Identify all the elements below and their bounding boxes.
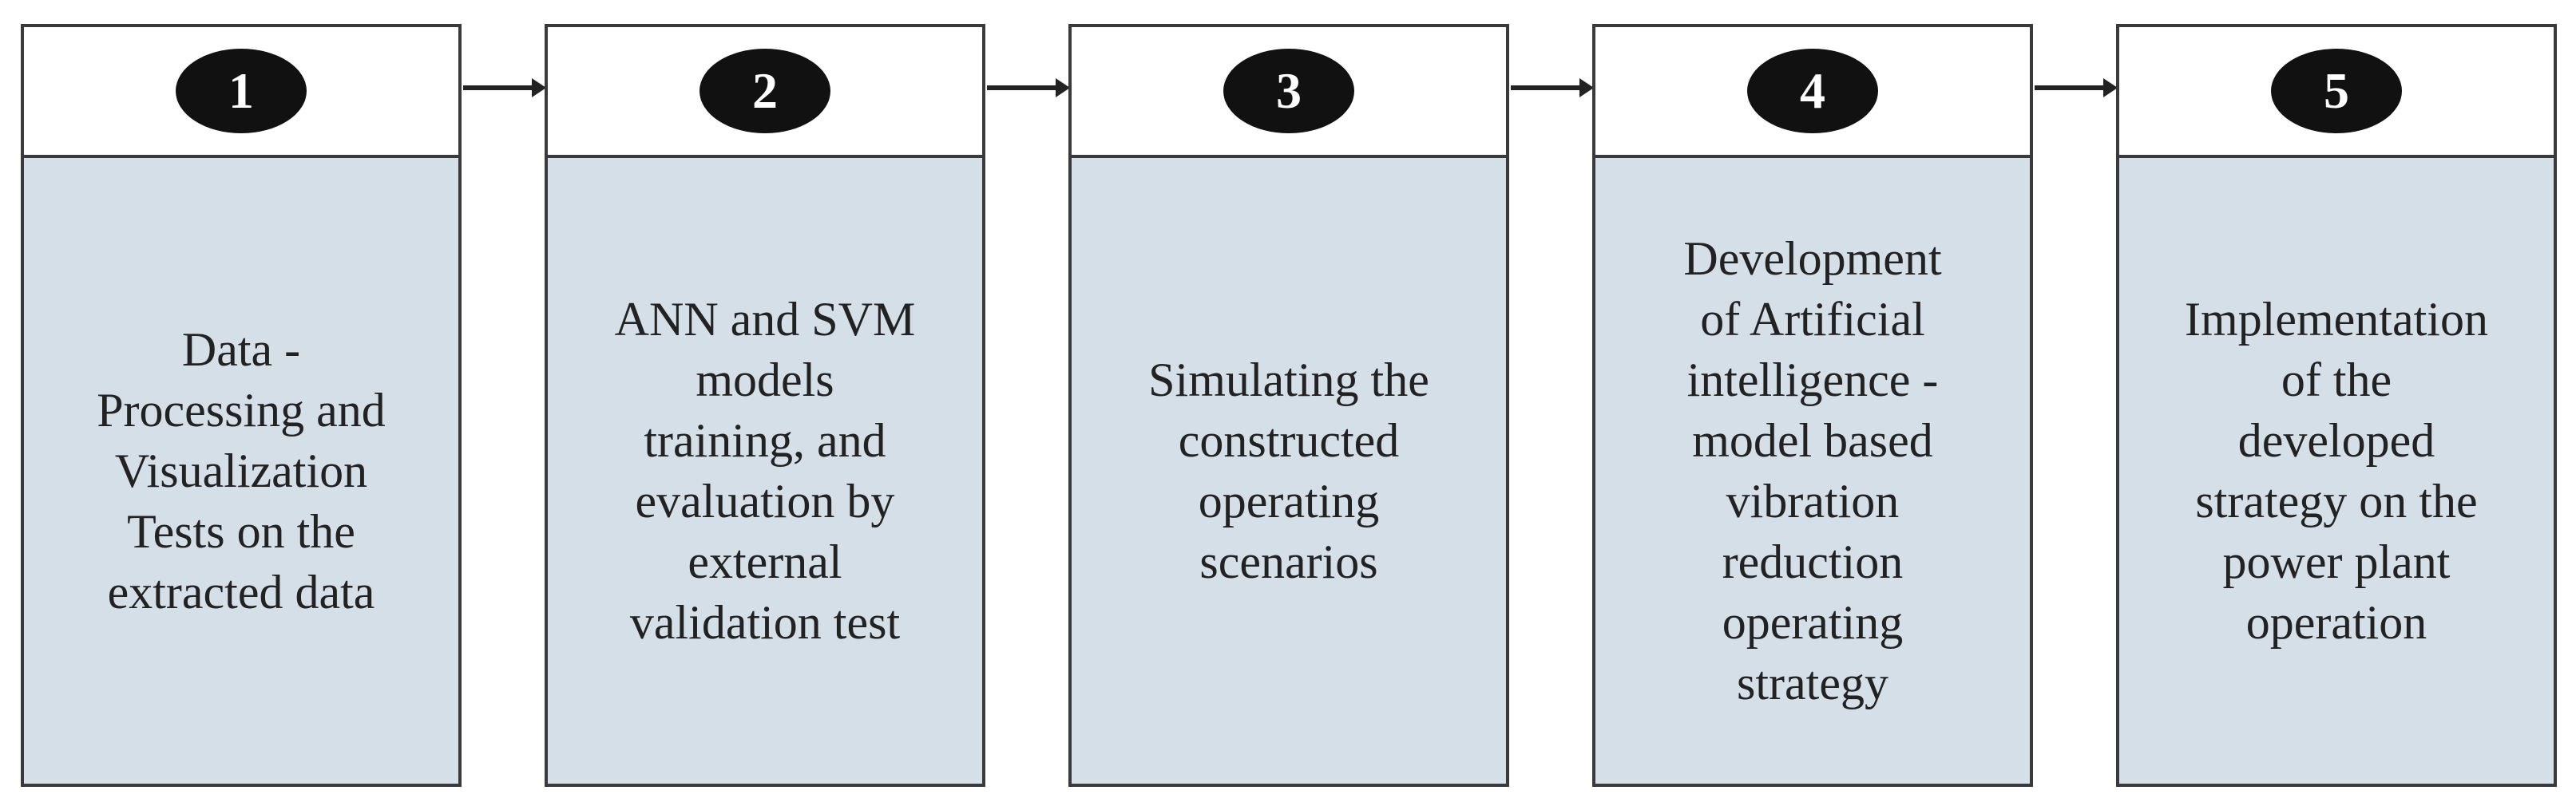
- step-4-description: Development of Artificial intelligence -…: [1683, 232, 1942, 709]
- step-4-box: 4 Development of Artificial intelligence…: [1592, 24, 2033, 787]
- step-1-description: Data - Processing and Visualization Test…: [97, 323, 386, 618]
- step-3-header: 3: [1072, 27, 1506, 158]
- arrow-1-to-2: [463, 78, 546, 97]
- step-1-body: Data - Processing and Visualization Test…: [24, 158, 458, 784]
- step-5-description: Implementation of the developed strategy…: [2185, 293, 2488, 649]
- step-5-body: Implementation of the developed strategy…: [2119, 158, 2554, 784]
- step-5-number-badge: 5: [2271, 49, 2402, 133]
- step-3-description: Simulating the constructed operating sce…: [1148, 354, 1429, 588]
- step-5-box: 5 Implementation of the developed strate…: [2116, 24, 2557, 787]
- step-1-box: 1 Data - Processing and Visualization Te…: [21, 24, 462, 787]
- step-2-box: 2 ANN and SVM models training, and evalu…: [545, 24, 985, 787]
- step-2-body: ANN and SVM models training, and evaluat…: [548, 158, 982, 784]
- step-1-header: 1: [24, 27, 458, 158]
- step-2-header: 2: [548, 27, 982, 158]
- arrow-4-to-5: [2035, 78, 2118, 97]
- step-4-body: Development of Artificial intelligence -…: [1595, 158, 2030, 784]
- step-2-number-badge: 2: [699, 49, 830, 133]
- step-5-header: 5: [2119, 27, 2554, 158]
- step-1-number-badge: 1: [176, 49, 307, 133]
- step-4-number-badge: 4: [1747, 49, 1878, 133]
- step-3-number-badge: 3: [1223, 49, 1354, 133]
- arrow-2-to-3: [987, 78, 1070, 97]
- step-4-header: 4: [1595, 27, 2030, 158]
- step-3-box: 3 Simulating the constructed operating s…: [1068, 24, 1509, 787]
- step-2-description: ANN and SVM models training, and evaluat…: [614, 293, 916, 649]
- arrow-3-to-4: [1511, 78, 1594, 97]
- step-3-body: Simulating the constructed operating sce…: [1072, 158, 1506, 784]
